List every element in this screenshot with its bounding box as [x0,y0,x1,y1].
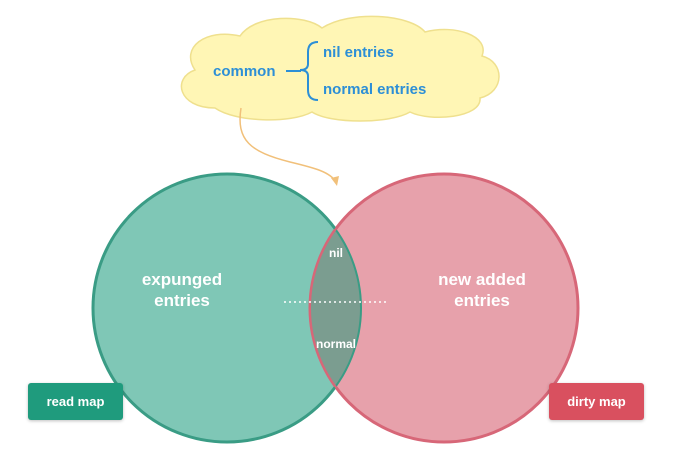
read-map-label: read map [28,383,123,420]
right-region-line-1: new added [438,270,526,289]
dirty-map-circle-outline [309,173,579,443]
arrow-head [331,176,339,186]
cloud-normal-entries-text: normal entries [323,81,426,98]
overlap-normal-text: normal [316,337,356,351]
left-region-line-2: entries [154,291,210,310]
right-region-line-2: entries [454,291,510,310]
read-map-circle-outline [92,173,362,443]
overlap-nil-text: nil [329,246,343,260]
curved-arrow-icon [239,107,337,183]
cloud-nil-entries-text: nil entries [323,44,394,61]
cloud-common-text: common [213,63,276,80]
dirty-map-label: dirty map [549,383,644,420]
cloud-shape [180,15,500,122]
left-region-line-1: expunged [142,270,222,289]
